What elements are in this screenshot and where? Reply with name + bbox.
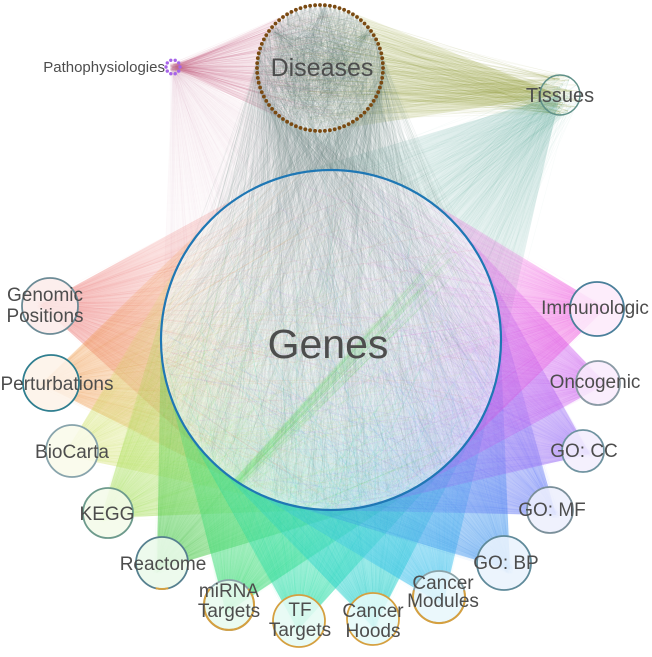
svg-text:BioCarta: BioCarta bbox=[35, 442, 109, 463]
svg-text:Oncogenic: Oncogenic bbox=[550, 372, 641, 393]
svg-text:Genes: Genes bbox=[268, 321, 389, 367]
svg-text:Positions: Positions bbox=[6, 306, 83, 327]
svg-text:GO: CC: GO: CC bbox=[550, 441, 618, 462]
svg-text:GO: BP: GO: BP bbox=[473, 553, 538, 574]
svg-text:Cancer: Cancer bbox=[342, 601, 404, 622]
svg-text:Reactome: Reactome bbox=[120, 554, 207, 575]
svg-text:Diseases: Diseases bbox=[271, 54, 374, 82]
svg-text:Pathophysiologies: Pathophysiologies bbox=[43, 59, 165, 76]
svg-text:miRNA: miRNA bbox=[199, 581, 259, 602]
svg-text:Modules: Modules bbox=[407, 591, 479, 612]
svg-text:Targets: Targets bbox=[269, 620, 331, 641]
svg-text:Perturbations: Perturbations bbox=[0, 374, 113, 395]
svg-text:Immunologic: Immunologic bbox=[541, 298, 649, 319]
svg-text:Targets: Targets bbox=[198, 601, 260, 622]
svg-text:Hoods: Hoods bbox=[346, 621, 401, 642]
svg-text:KEGG: KEGG bbox=[80, 504, 135, 525]
svg-text:TF: TF bbox=[288, 600, 311, 621]
svg-text:Tissues: Tissues bbox=[526, 85, 594, 107]
svg-text:Genomic: Genomic bbox=[7, 285, 83, 306]
svg-text:Cancer: Cancer bbox=[412, 573, 474, 594]
svg-text:GO: MF: GO: MF bbox=[518, 500, 586, 521]
